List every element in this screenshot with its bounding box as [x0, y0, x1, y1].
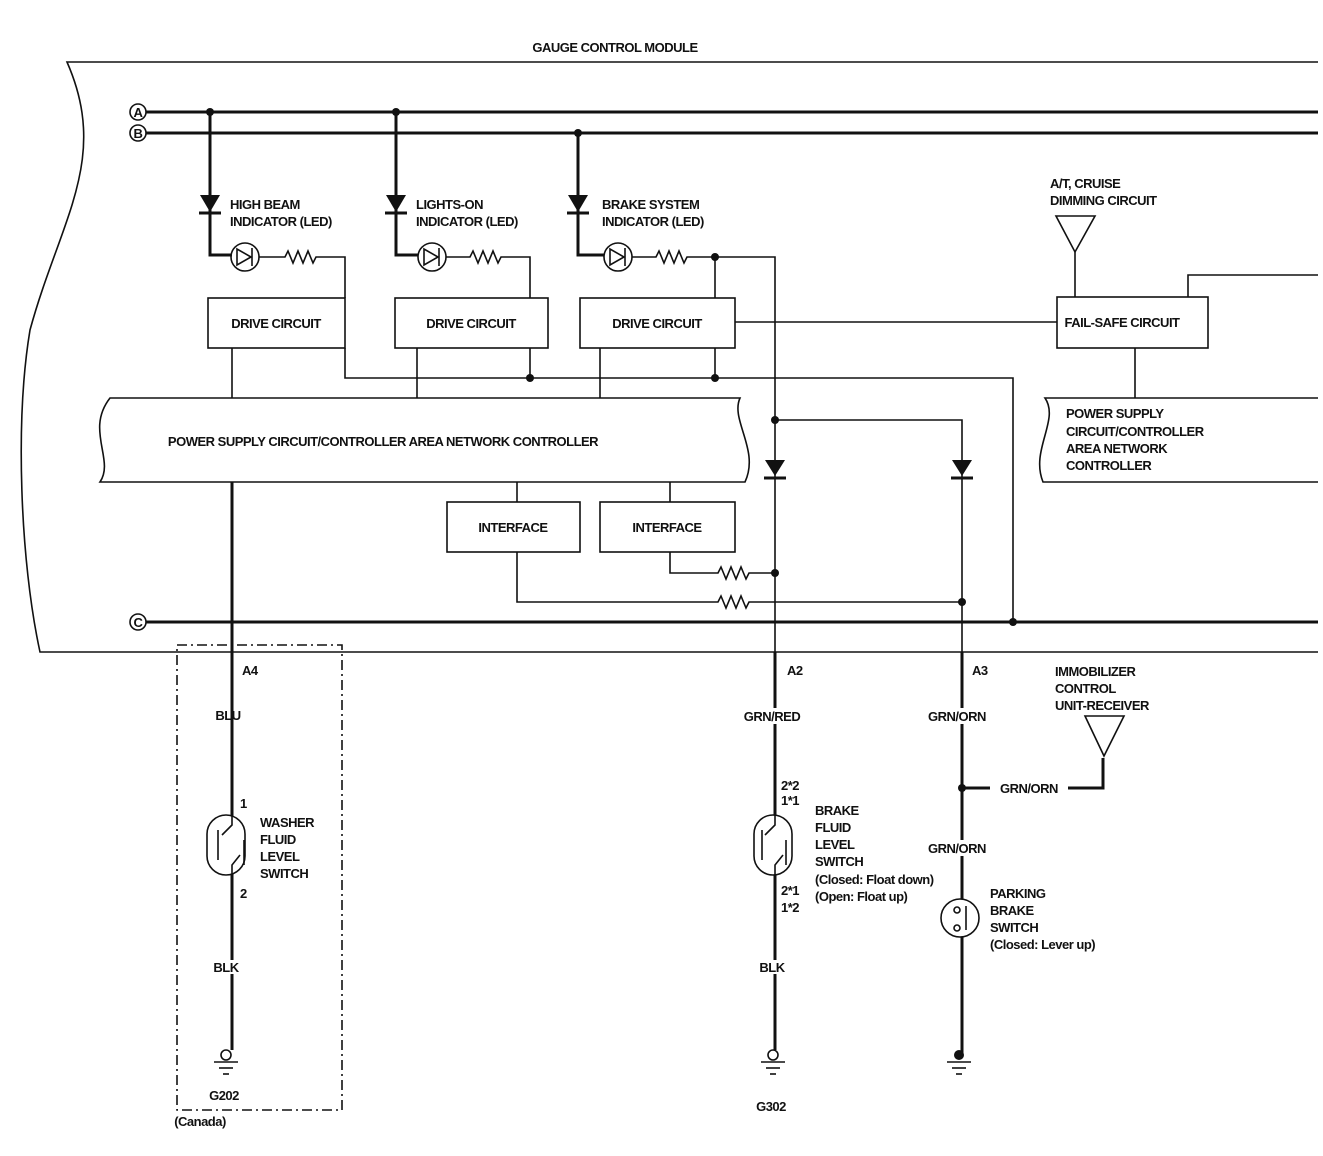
led-icon — [417, 242, 447, 272]
svg-text:INDICATOR (LED): INDICATOR (LED) — [230, 214, 332, 229]
svg-text:BLK: BLK — [213, 960, 239, 975]
svg-text:AREA NETWORK: AREA NETWORK — [1066, 441, 1168, 456]
resistor-icon — [446, 248, 531, 298]
svg-text:BLK: BLK — [759, 960, 785, 975]
svg-text:HIGH BEAM: HIGH BEAM — [230, 197, 300, 212]
diode-icon — [568, 195, 588, 212]
bus-c: C — [129, 613, 1318, 631]
brake-system-indicator: BRAKE SYSTEM INDICATOR (LED) — [567, 129, 776, 652]
svg-text:A4: A4 — [242, 663, 259, 678]
svg-text:G202: G202 — [209, 1088, 239, 1103]
svg-text:2: 2 — [240, 886, 247, 901]
svg-text:PARKING: PARKING — [990, 886, 1046, 901]
svg-text:2*2: 2*2 — [781, 778, 799, 793]
interface-1: INTERFACE — [446, 501, 581, 553]
led-icon — [230, 242, 260, 272]
drive-return-wire — [344, 348, 1014, 622]
bus-a: A — [129, 103, 1318, 121]
brake-fluid-level-switch: A2 GRN/RED 2*2 1*1 2*1 1*2 BRAKE FLUID LE… — [740, 663, 934, 1114]
resistor-icon — [259, 248, 346, 298]
drive-circuit-2: DRIVE CIRCUIT — [394, 297, 549, 349]
washer-fluid-level-switch: A4 BLU 1 2 WASHER FLUID LEVEL SWITCH BLK G… — [174, 663, 315, 1129]
svg-text:(Canada): (Canada) — [174, 1114, 226, 1129]
svg-text:B: B — [134, 126, 143, 141]
svg-text:GRN/RED: GRN/RED — [744, 709, 801, 724]
svg-text:LEVEL: LEVEL — [815, 837, 855, 852]
power-supply-can-controller: POWER SUPPLY CIRCUIT/CONTROLLER AREA NET… — [98, 397, 751, 483]
svg-text:SWITCH: SWITCH — [990, 920, 1038, 935]
svg-text:A3: A3 — [972, 663, 988, 678]
svg-text:IMMOBILIZER: IMMOBILIZER — [1055, 664, 1137, 679]
svg-text:A2: A2 — [787, 663, 803, 678]
svg-text:1*2: 1*2 — [781, 900, 799, 915]
diode-icon — [952, 460, 972, 476]
svg-text:A/T, CRUISE: A/T, CRUISE — [1050, 176, 1121, 191]
svg-text:(Open: Float up): (Open: Float up) — [815, 889, 908, 904]
svg-text:POWER SUPPLY CIRCUIT/CONTROLLE: POWER SUPPLY CIRCUIT/CONTROLLER AREA NET… — [168, 434, 599, 449]
svg-text:1: 1 — [240, 796, 247, 811]
svg-text:(Closed: Lever up): (Closed: Lever up) — [990, 937, 1095, 952]
svg-text:GRN/ORN: GRN/ORN — [1000, 781, 1058, 796]
svg-text:SWITCH: SWITCH — [260, 866, 308, 881]
antenna-icon — [1054, 215, 1097, 254]
svg-text:LEVEL: LEVEL — [260, 849, 300, 864]
diode-icon — [200, 195, 220, 212]
svg-text:WASHER: WASHER — [260, 815, 315, 830]
svg-text:GRN/ORN: GRN/ORN — [928, 709, 986, 724]
svg-text:INTERFACE: INTERFACE — [478, 520, 548, 535]
svg-text:INTERFACE: INTERFACE — [632, 520, 702, 535]
canada-option-box — [176, 644, 343, 1111]
svg-text:LIGHTS-ON: LIGHTS-ON — [416, 197, 483, 212]
svg-text:FLUID: FLUID — [815, 820, 851, 835]
power-supply-right: POWER SUPPLY CIRCUIT/CONTROLLER AREA NET… — [1038, 397, 1318, 483]
ground-icon — [214, 1049, 238, 1075]
svg-text:SWITCH: SWITCH — [815, 854, 863, 869]
svg-text:BRAKE SYSTEM: BRAKE SYSTEM — [602, 197, 699, 212]
svg-text:CIRCUIT/CONTROLLER: CIRCUIT/CONTROLLER — [1066, 424, 1205, 439]
svg-text:A: A — [134, 105, 144, 120]
resistor-icon — [669, 552, 775, 582]
svg-text:2*1: 2*1 — [781, 883, 799, 898]
svg-text:BRAKE: BRAKE — [815, 803, 860, 818]
module-outline — [20, 61, 1318, 653]
diode-icon — [765, 460, 785, 476]
svg-text:FLUID: FLUID — [260, 832, 296, 847]
fail-safe-circuit: FAIL-SAFE CIRCUIT A/T, CRUISE DIMMING CIR… — [1050, 176, 1318, 398]
svg-text:DRIVE CIRCUIT: DRIVE CIRCUIT — [231, 316, 321, 331]
led-icon — [603, 242, 633, 272]
svg-text:BLU: BLU — [215, 708, 240, 723]
svg-text:DRIVE CIRCUIT: DRIVE CIRCUIT — [426, 316, 516, 331]
parking-brake-switch: A3 GRN/ORN GRN/ORN IMMOBILIZER CONTROL UNI… — [922, 663, 1151, 1075]
bus-b: B — [129, 124, 1318, 142]
svg-text:1*1: 1*1 — [781, 793, 799, 808]
drive-circuit-1: DRIVE CIRCUIT — [207, 297, 346, 349]
diode-icon — [386, 195, 406, 212]
ground-icon — [761, 1049, 785, 1075]
lights-on-indicator: LIGHTS-ON INDICATOR (LED) — [385, 108, 531, 298]
svg-text:UNIT-RECEIVER: UNIT-RECEIVER — [1055, 698, 1150, 713]
antenna-icon — [1083, 715, 1126, 758]
svg-text:INDICATOR (LED): INDICATOR (LED) — [416, 214, 518, 229]
drive-circuit-3: DRIVE CIRCUIT — [579, 297, 736, 349]
ground-icon — [947, 1050, 971, 1075]
svg-text:CONTROL: CONTROL — [1055, 681, 1116, 696]
interface-2: INTERFACE — [599, 501, 736, 553]
resistor-icon — [516, 552, 962, 611]
svg-text:C: C — [134, 615, 144, 630]
svg-text:DIMMING CIRCUIT: DIMMING CIRCUIT — [1050, 193, 1157, 208]
svg-text:GRN/ORN: GRN/ORN — [928, 841, 986, 856]
module-title: GAUGE CONTROL MODULE — [532, 40, 698, 55]
svg-text:BRAKE: BRAKE — [990, 903, 1035, 918]
svg-text:(Closed: Float down): (Closed: Float down) — [815, 872, 934, 887]
svg-text:INDICATOR (LED): INDICATOR (LED) — [602, 214, 704, 229]
svg-text:POWER SUPPLY: POWER SUPPLY — [1066, 406, 1164, 421]
high-beam-indicator: HIGH BEAM INDICATOR (LED) — [199, 108, 346, 298]
svg-text:DRIVE CIRCUIT: DRIVE CIRCUIT — [612, 316, 702, 331]
svg-text:G302: G302 — [756, 1099, 786, 1114]
svg-text:CONTROLLER: CONTROLLER — [1066, 458, 1152, 473]
svg-text:FAIL-SAFE CIRCUIT: FAIL-SAFE CIRCUIT — [1065, 315, 1181, 330]
